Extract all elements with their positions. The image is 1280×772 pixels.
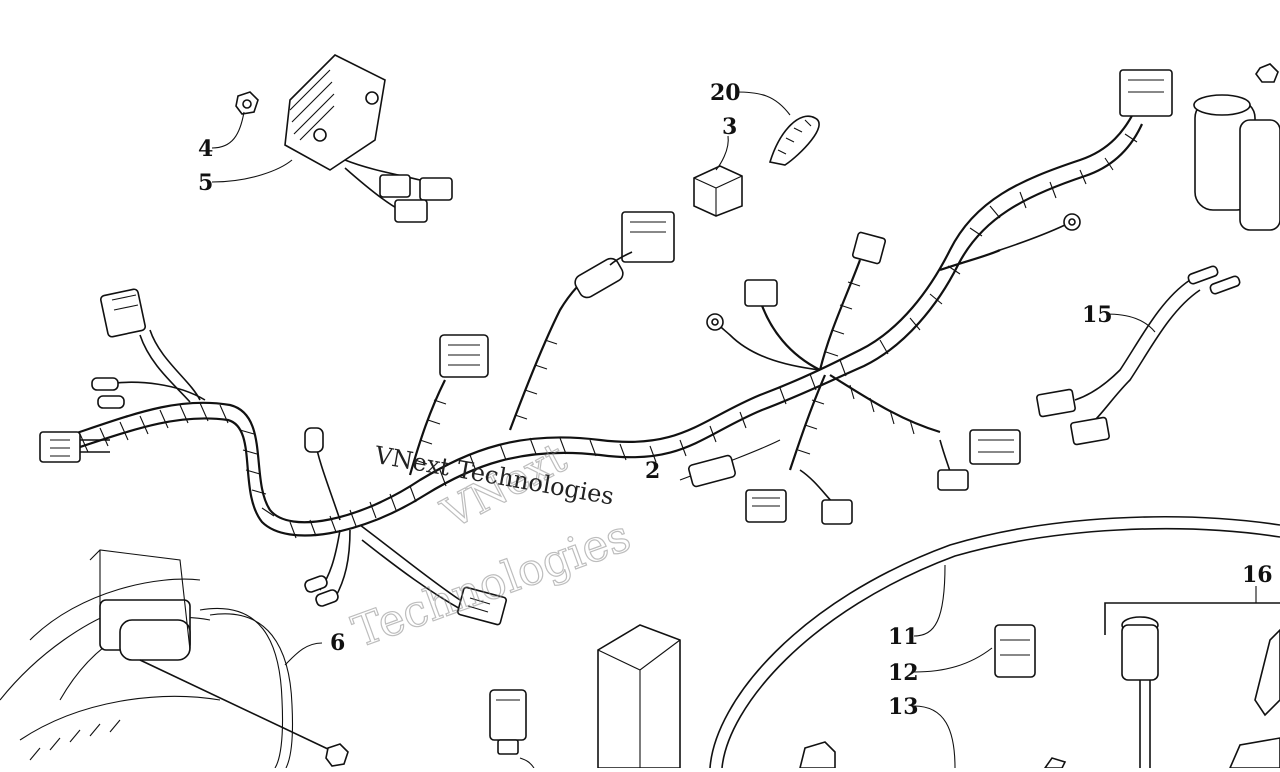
part-ignition-switch (1104, 602, 1280, 769)
callout-4: 4 (198, 136, 213, 162)
part-motor-assembly (0, 549, 349, 769)
callout-6: 6 (330, 630, 345, 656)
callout-16: 16 (1242, 562, 1273, 588)
central-branches (679, 213, 1081, 525)
upper-middle-branch (408, 211, 675, 476)
callout-12: 12 (888, 660, 919, 686)
part-nut (235, 91, 259, 115)
main-harness (39, 109, 1144, 539)
callout-labels: 20 3 4 5 15 2 6 11 12 13 16 (198, 80, 1273, 720)
callout-3: 3 (722, 114, 737, 140)
leader-lines (211, 91, 1257, 769)
part-clip (1043, 757, 1067, 769)
callout-20: 20 (710, 80, 741, 106)
top-right-connector (1119, 69, 1173, 117)
callout-15: 15 (1082, 302, 1113, 328)
part-loop-cable (709, 516, 1280, 769)
callout-13: 13 (888, 694, 919, 720)
callout-5: 5 (198, 170, 213, 196)
lower-left-branch (304, 427, 507, 626)
left-connectors (39, 288, 206, 463)
part-small-harness (1036, 265, 1241, 446)
part-connector-12 (994, 624, 1036, 678)
callout-11: 11 (888, 624, 919, 650)
part-cable-strap (768, 115, 820, 166)
part-regulator (284, 54, 453, 223)
callout-2: 2 (645, 458, 660, 484)
part-ignition-coil (1193, 63, 1280, 231)
part-cdi-unit (597, 624, 681, 769)
part-small-relay (489, 689, 527, 755)
part-bracket (798, 741, 836, 769)
watermark-technologies: Technologies (346, 510, 637, 658)
watermark: VNext Technologies VNext Technologies (345, 432, 637, 659)
part-relay (693, 165, 743, 217)
